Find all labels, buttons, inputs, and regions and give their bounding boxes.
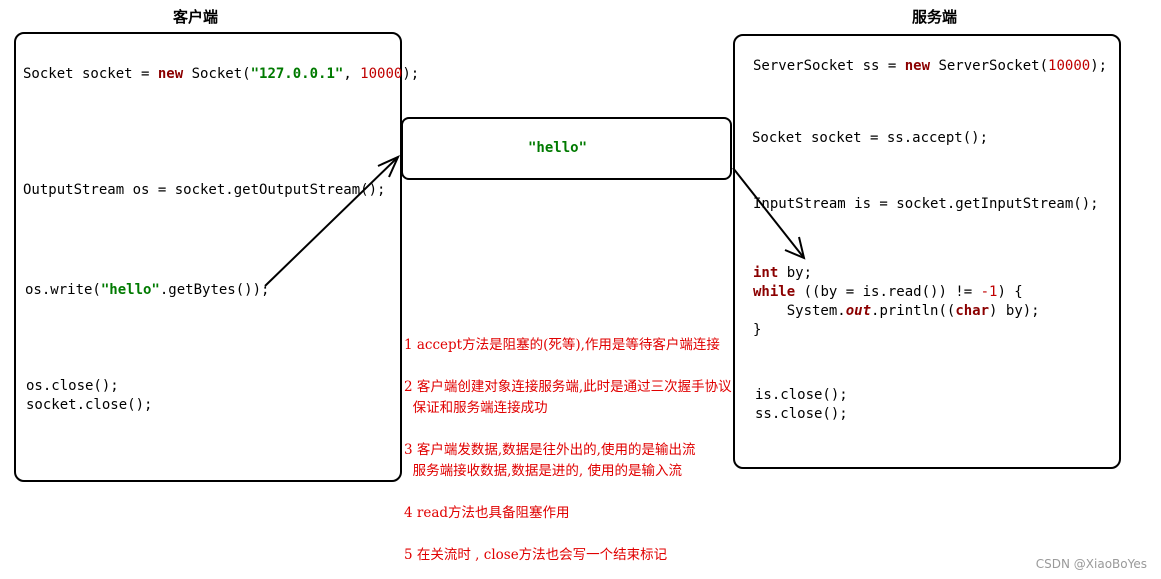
watermark: CSDN @XiaoBoYes bbox=[1035, 557, 1147, 571]
client-os-close-line: os.close(); bbox=[26, 378, 119, 394]
data-packet-box bbox=[401, 117, 732, 180]
client-title: 客户端 bbox=[173, 8, 219, 26]
client-socket-close-line: socket.close(); bbox=[26, 397, 153, 413]
data-packet-text: "hello" bbox=[528, 140, 588, 156]
note-3: 3 客户端发数据,数据是往外出的,使用的是输出流 服务端接收数据,数据是进的, … bbox=[404, 442, 696, 479]
client-socket-line: Socket socket = new Socket("127.0.0.1", … bbox=[23, 66, 420, 82]
server-inputstream-line: InputStream is = socket.getInputStream()… bbox=[753, 196, 1099, 212]
server-read-loop: int by; while ((by = is.read()) != -1) {… bbox=[753, 265, 1040, 338]
client-write-line: os.write("hello".getBytes()); bbox=[25, 282, 270, 298]
client-arrow-head bbox=[377, 155, 400, 178]
server-accept-line: Socket socket = ss.accept(); bbox=[752, 130, 989, 146]
server-arrow-head bbox=[784, 236, 806, 260]
client-to-packet-arrow bbox=[264, 156, 399, 287]
client-panel bbox=[14, 32, 402, 482]
note-5: 5 在关流时 , close方法也会写一个结束标记 bbox=[404, 547, 668, 563]
packet-to-server-arrow bbox=[732, 167, 805, 259]
server-is-close-line: is.close(); bbox=[755, 387, 848, 403]
note-4: 4 read方法也具备阻塞作用 bbox=[404, 505, 570, 521]
server-ss-close-line: ss.close(); bbox=[755, 406, 848, 422]
note-2: 2 客户端创建对象连接服务端,此时是通过三次握手协议 保证和服务端连接成功 bbox=[404, 379, 732, 416]
server-title: 服务端 bbox=[912, 8, 958, 26]
note-1: 1 accept方法是阻塞的(死等),作用是等待客户端连接 bbox=[404, 337, 720, 353]
server-panel bbox=[733, 34, 1121, 469]
server-serversocket-line: ServerSocket ss = new ServerSocket(10000… bbox=[753, 58, 1108, 74]
client-outputstream-line: OutputStream os = socket.getOutputStream… bbox=[23, 182, 386, 198]
